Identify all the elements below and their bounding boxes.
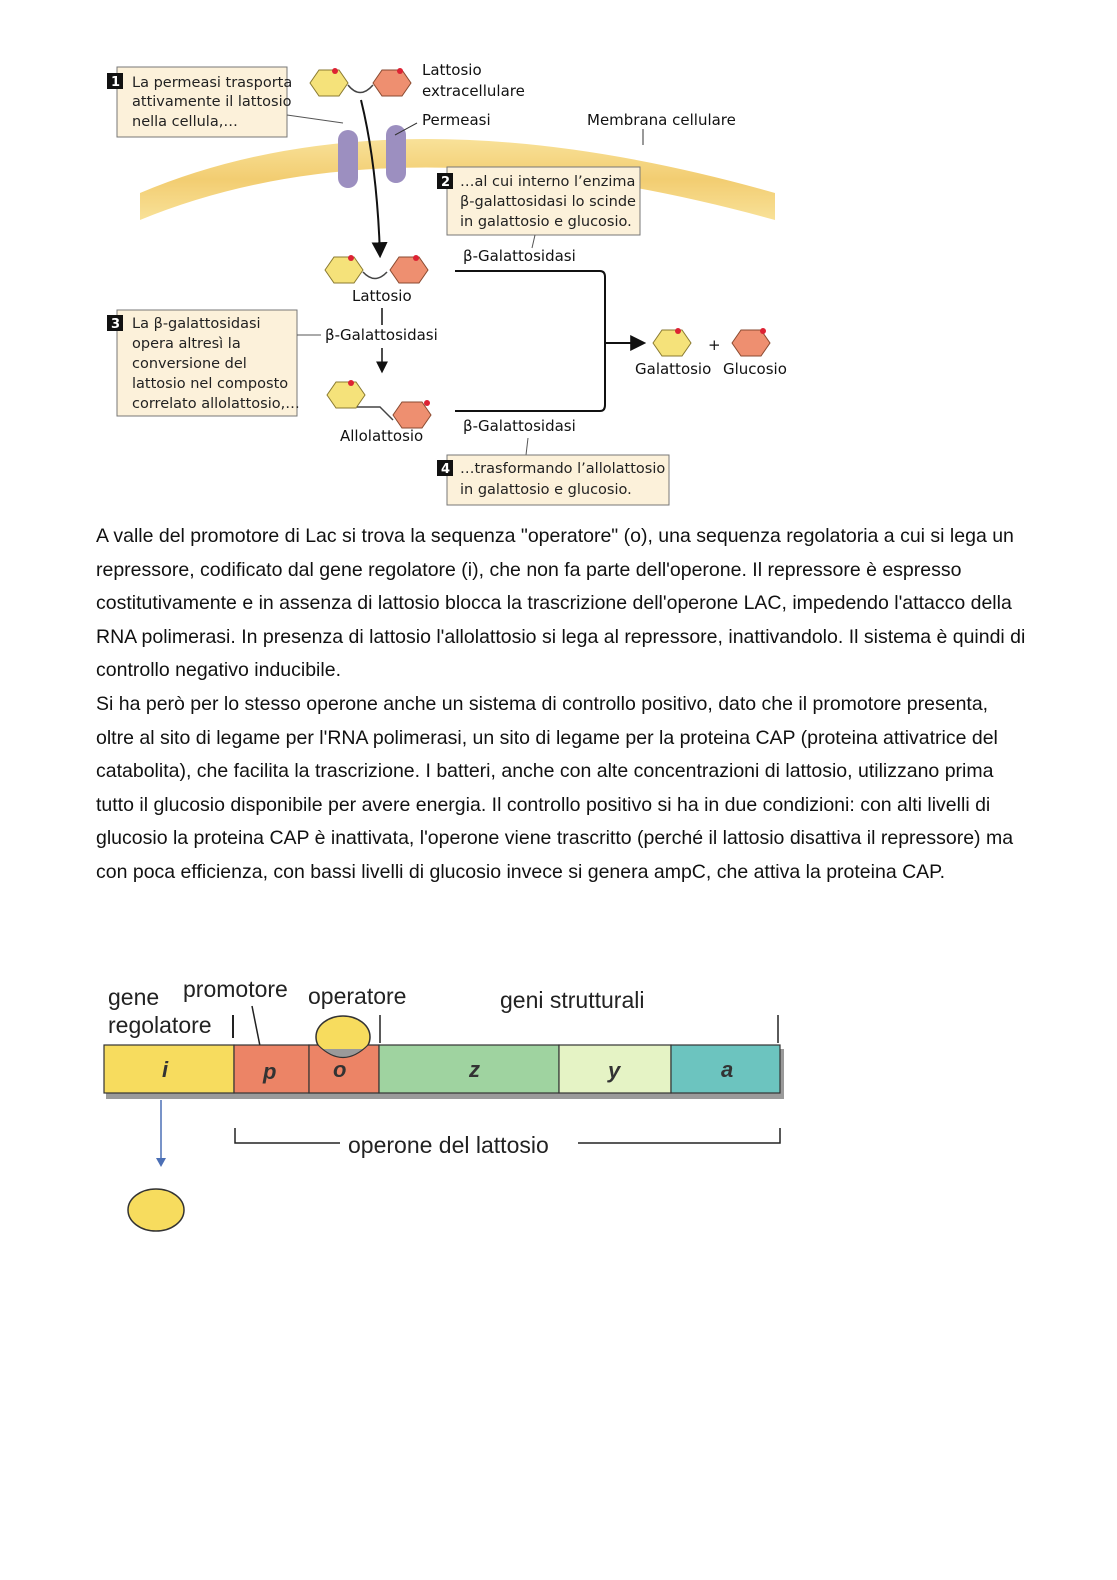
step-3-number: 3 — [111, 317, 120, 332]
paragraph-1: A valle del promotore di Lac si trova la… — [96, 525, 1026, 682]
step-2-line-1: …al cui interno l’enzima — [460, 174, 635, 190]
lactose-intracellular-molecule — [324, 255, 429, 284]
label-bgal-top: β-Galattosidasi — [463, 247, 576, 265]
gene-y — [558, 1044, 672, 1094]
lactose-extracellular-molecule — [309, 68, 412, 97]
step-3-line-1: La β-galattosidasi — [132, 316, 261, 332]
label-galactose: Galattosio — [635, 360, 711, 378]
body-text: A valle del promotore di Lac si trova la… — [96, 520, 1026, 890]
lactose-metabolism-figure: Lattosio extracellulare Permeasi Membran… — [107, 61, 787, 506]
label-extracellular-lactose-1: Lattosio — [422, 61, 482, 79]
gene-y-label: y — [607, 1058, 622, 1083]
step-1-number: 1 — [111, 75, 120, 90]
gene-o-label: o — [333, 1057, 346, 1082]
label-glucose: Glucosio — [723, 360, 787, 378]
gene-i — [103, 1044, 235, 1094]
label-bgal-bottom: β-Galattosidasi — [463, 417, 576, 435]
label-membrane: Membrana cellulare — [587, 111, 736, 129]
gene-i-label: i — [162, 1057, 169, 1082]
lac-operon-diagram: gene regolatore promotore operatore geni… — [103, 976, 784, 1232]
gene-z — [378, 1044, 560, 1094]
gene-z-label: z — [468, 1057, 480, 1082]
permease-protein — [338, 125, 406, 188]
gene-a-label: a — [721, 1057, 733, 1082]
repressor-free — [127, 1188, 185, 1232]
gene-p-label: p — [262, 1059, 276, 1084]
step-1-line-3: nella cellula,… — [132, 114, 238, 130]
label-operon: operone del lattosio — [348, 1132, 549, 1158]
label-extracellular-lactose-2: extracellulare — [422, 82, 525, 100]
allolactose-molecule — [326, 380, 432, 429]
step-1-line-1: La permeasi trasporta — [132, 75, 292, 91]
step-2-number: 2 — [441, 175, 450, 190]
label-structural-genes: geni strutturali — [500, 987, 644, 1013]
label-permease: Permeasi — [422, 111, 491, 129]
label-plus: + — [708, 336, 721, 354]
gene-bar — [103, 1044, 784, 1099]
label-bgal-center: β-Galattosidasi — [325, 326, 438, 344]
step-3-line-2: opera altresì la — [132, 336, 241, 352]
step-4-line-2: in galattosio e glucosio. — [460, 482, 632, 498]
step-3-line-4: lattosio nel composto — [132, 376, 288, 392]
step-3-line-3: conversione del — [132, 356, 247, 372]
galactose-molecule — [652, 328, 692, 357]
label-allolactose: Allolattosio — [340, 427, 423, 445]
cell-membrane — [140, 139, 775, 220]
step-1-line-2: attivamente il lattosio — [132, 94, 292, 110]
label-gene: gene — [108, 984, 159, 1010]
step-4-number: 4 — [441, 462, 450, 477]
step-2-line-2: β-galattosidasi lo scinde — [460, 194, 636, 210]
label-regulator: regolatore — [108, 1012, 212, 1038]
label-lactose: Lattosio — [352, 287, 412, 305]
glucose-molecule — [731, 328, 771, 357]
step-3-line-5: correlato allolattosio,… — [132, 396, 300, 412]
step-4-line-1: …trasformando l’allolattosio — [460, 461, 665, 477]
paragraph-2: Si ha però per lo stesso operone anche u… — [96, 692, 1014, 883]
label-operator: operatore — [308, 983, 406, 1009]
gene-a — [670, 1044, 781, 1094]
step-2-line-3: in galattosio e glucosio. — [460, 214, 632, 230]
label-promoter: promotore — [183, 976, 288, 1002]
